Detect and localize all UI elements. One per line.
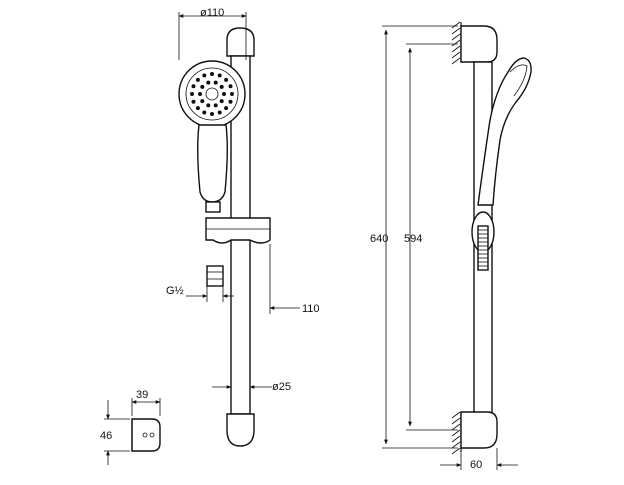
spray-nozzle	[217, 73, 222, 78]
bracket-body	[131, 418, 161, 452]
projection-label: 60	[470, 459, 482, 471]
spray-nozzle	[224, 106, 229, 111]
wall-hatch-top	[451, 21, 461, 65]
spray-nozzle	[191, 99, 196, 104]
spray-nozzle	[190, 92, 194, 96]
spray-nozzle	[210, 72, 214, 76]
handle-connector	[205, 201, 221, 213]
spray-nozzle	[219, 99, 224, 104]
spray-nozzle	[213, 103, 218, 108]
spray-nozzle	[206, 103, 211, 108]
spray-nozzles	[190, 72, 234, 116]
hose-rings	[478, 229, 488, 267]
hatch-line	[451, 447, 461, 455]
spray-nozzle	[222, 92, 226, 96]
spray-nozzle	[219, 84, 224, 89]
bracket-depth-label: 39	[136, 389, 148, 401]
spray-nozzle	[202, 110, 207, 115]
front-view: ø110 G½ 110 ø25	[166, 7, 320, 447]
total-height-label: 640	[370, 233, 388, 245]
thread-label: G½	[166, 285, 184, 297]
spray-nozzle	[202, 73, 207, 78]
spray-nozzle	[230, 92, 234, 96]
hatch-line	[451, 27, 461, 35]
slider-bracket	[205, 217, 271, 244]
hatch-line	[451, 57, 461, 65]
spray-nozzle	[210, 112, 214, 116]
hatch-line	[451, 423, 461, 431]
bottom-wall-mount	[460, 411, 498, 449]
centers-label: 594	[404, 233, 422, 245]
head-diameter-label: ø110	[200, 7, 224, 19]
hatch-line	[451, 45, 461, 53]
hatch-line	[451, 435, 461, 443]
spray-nozzle	[213, 80, 218, 85]
bottom-end-cap	[226, 413, 255, 447]
hatch-line	[451, 417, 461, 425]
hatch-line	[451, 39, 461, 47]
side-view: 640 594 60	[370, 21, 532, 471]
spray-nozzle	[195, 106, 200, 111]
shower-side-profile	[477, 57, 532, 206]
spray-face	[185, 67, 239, 121]
offset-label: 110	[302, 303, 320, 315]
spray-nozzle	[191, 84, 196, 89]
spray-nozzle	[217, 110, 222, 115]
hatch-line	[451, 33, 461, 41]
spray-nozzle	[198, 92, 202, 96]
screw-hole	[149, 432, 155, 438]
spray-nozzle	[200, 84, 205, 89]
shower-head	[178, 60, 246, 128]
hatch-line	[451, 441, 461, 449]
hatch-line	[451, 411, 461, 419]
top-end-cap	[226, 27, 255, 57]
bracket-height-label: 46	[100, 430, 112, 442]
side-hose-connector	[477, 225, 489, 271]
rail-diameter-label: ø25	[272, 381, 291, 393]
spray-nozzle	[228, 99, 233, 104]
spray-nozzle	[206, 80, 211, 85]
wall-bracket-detail: 39 46	[100, 389, 161, 465]
hatch-line	[451, 21, 461, 29]
screw-hole	[142, 432, 148, 438]
hatch-line	[451, 429, 461, 437]
shower-face-detail	[509, 64, 528, 97]
wall-hatch-bottom	[451, 411, 461, 455]
hose-nut	[206, 265, 224, 287]
shower-handle	[197, 124, 228, 203]
spray-center	[205, 87, 219, 101]
spray-nozzle	[200, 99, 205, 104]
spray-nozzle	[224, 77, 229, 82]
top-wall-mount	[460, 25, 498, 63]
spray-nozzle	[195, 77, 200, 82]
hatch-line	[451, 51, 461, 59]
spray-nozzle	[228, 84, 233, 89]
